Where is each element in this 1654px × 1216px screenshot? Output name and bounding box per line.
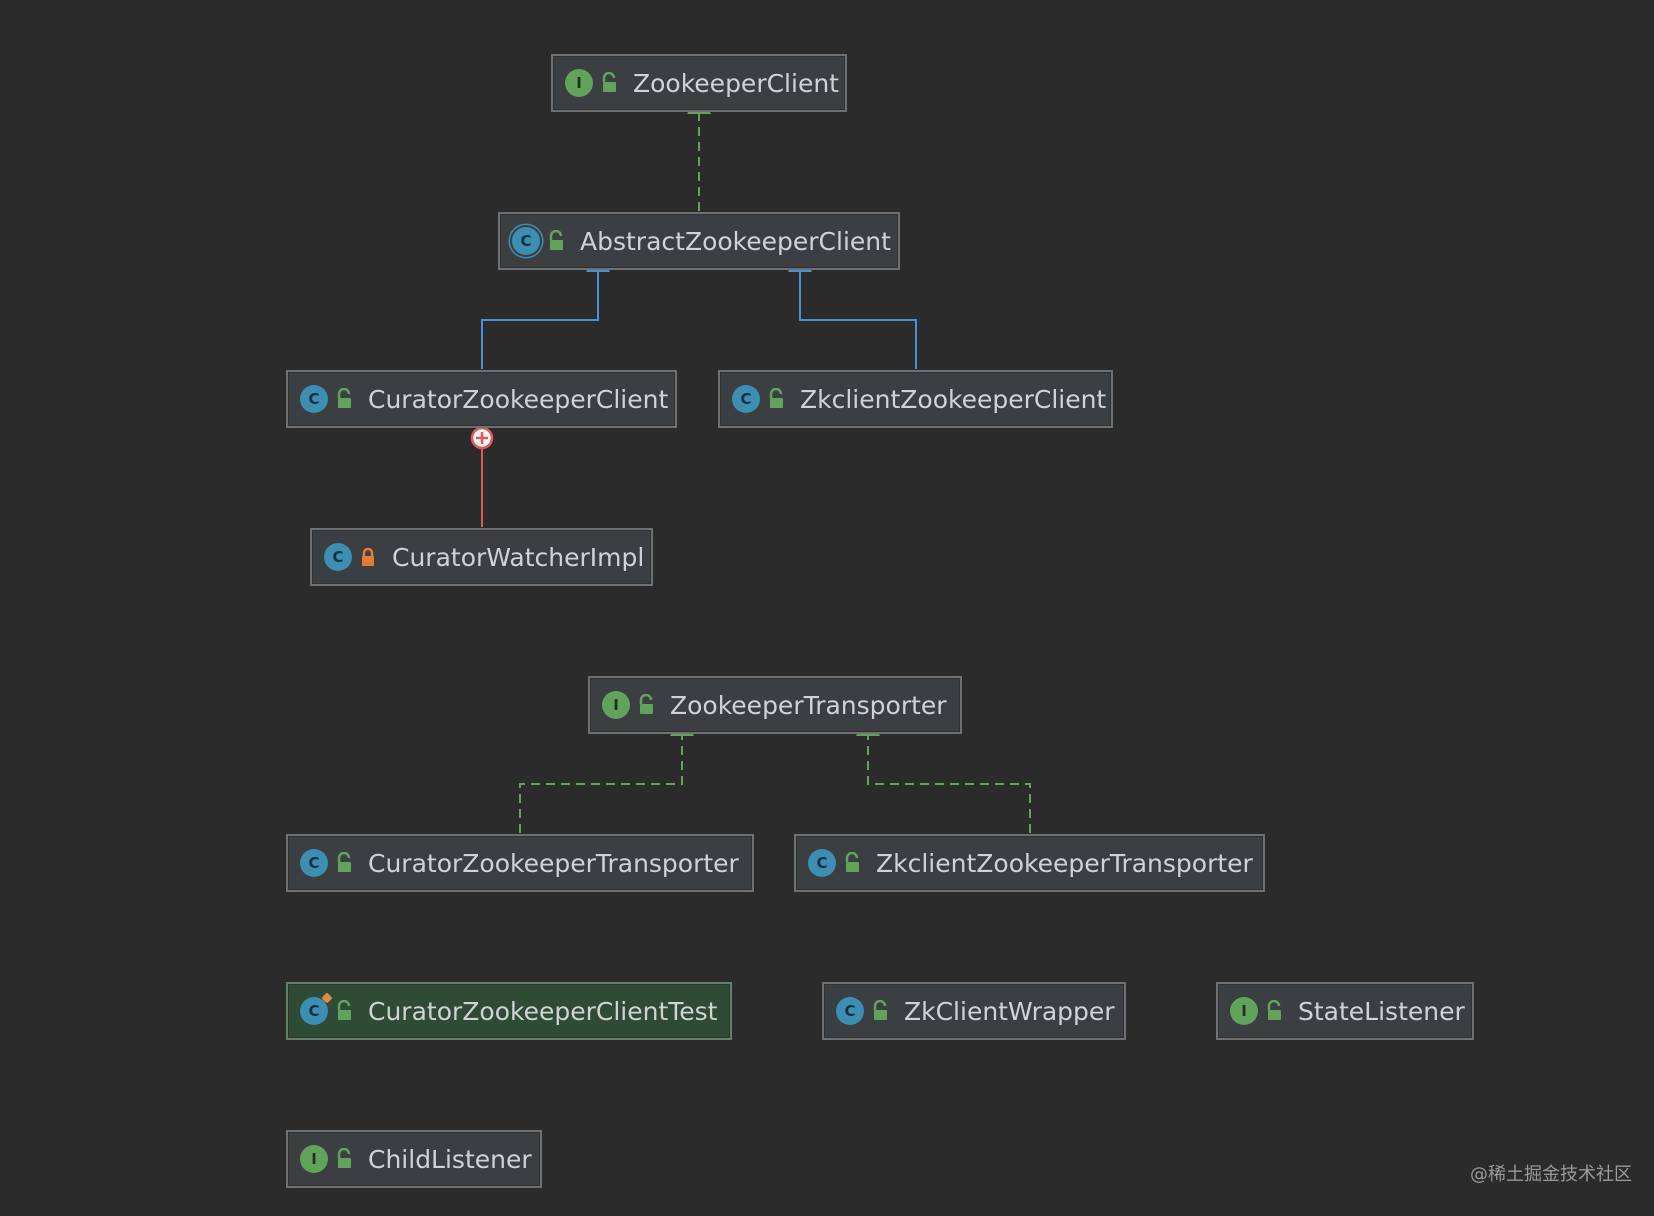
edge-extends-zkclient-zookeeper-client (799, 272, 917, 369)
public-lock-icon (1267, 1000, 1281, 1020)
class-icon: C (808, 849, 836, 877)
node-label: CuratorWatcherImpl (392, 542, 645, 572)
node-label: CuratorZookeeperClientTest (368, 996, 718, 1026)
node-zkclient-zookeeper-client[interactable]: C ZkclientZookeeperClient (718, 370, 1113, 428)
node-label: ZookeeperClient (633, 68, 839, 98)
node-label: CuratorZookeeperTransporter (368, 848, 739, 878)
node-zookeeper-client[interactable]: I ZookeeperClient (551, 54, 847, 112)
public-lock-icon (639, 694, 653, 714)
class-icon: C (300, 849, 328, 877)
public-lock-icon (845, 852, 859, 872)
public-lock-icon (337, 852, 351, 872)
node-label: AbstractZookeeperClient (580, 226, 891, 256)
interface-icon: I (300, 1145, 328, 1173)
node-zk-client-wrapper[interactable]: C ZkClientWrapper (822, 982, 1126, 1040)
node-zookeeper-transporter[interactable]: I ZookeeperTransporter (588, 676, 962, 734)
class-icon: C (732, 385, 760, 413)
edge-extends-curator-zookeeper-client (481, 272, 599, 369)
node-abstract-zookeeper-client[interactable]: C AbstractZookeeperClient (498, 212, 900, 270)
test-class-icon: C (300, 997, 328, 1025)
node-label: ZkClientWrapper (904, 996, 1115, 1026)
node-curator-zookeeper-client-test[interactable]: C CuratorZookeeperClientTest (286, 982, 732, 1040)
public-lock-icon (337, 1000, 351, 1020)
node-label: ZookeeperTransporter (670, 690, 947, 720)
node-curator-zookeeper-client[interactable]: C CuratorZookeeperClient (286, 370, 677, 428)
watermark: @稀土掘金技术社区 (1470, 1164, 1632, 1185)
public-lock-icon (873, 1000, 887, 1020)
node-label: ZkclientZookeeperClient (800, 384, 1107, 414)
interface-icon: I (565, 69, 593, 97)
node-curator-zookeeper-transporter[interactable]: C CuratorZookeeperTransporter (286, 834, 754, 892)
interface-icon: I (1230, 997, 1258, 1025)
class-icon: C (324, 543, 352, 571)
private-lock-icon (362, 547, 374, 566)
node-label: StateListener (1298, 996, 1465, 1026)
node-label: CuratorZookeeperClient (368, 384, 669, 414)
inner-class-plus-icon (470, 426, 494, 450)
public-lock-icon (602, 72, 616, 92)
node-curator-watcher-impl[interactable]: C CuratorWatcherImpl (310, 528, 653, 586)
interface-icon: I (602, 691, 630, 719)
public-lock-icon (549, 230, 563, 250)
node-child-listener[interactable]: I ChildListener (286, 1130, 542, 1188)
public-lock-icon (769, 388, 783, 408)
node-state-listener[interactable]: I StateListener (1216, 982, 1474, 1040)
node-label: ZkclientZookeeperTransporter (876, 848, 1253, 878)
node-zkclient-zookeeper-transporter[interactable]: C ZkclientZookeeperTransporter (794, 834, 1265, 892)
class-icon: C (300, 385, 328, 413)
abstract-class-icon: C (512, 227, 540, 255)
public-lock-icon (337, 388, 351, 408)
class-icon: C (836, 997, 864, 1025)
edge-implements-zkclient-zookeeper-transporter (867, 736, 1031, 833)
edge-implements-curator-zookeeper-transporter (519, 736, 683, 833)
public-lock-icon (337, 1148, 351, 1168)
node-label: ChildListener (368, 1144, 532, 1174)
